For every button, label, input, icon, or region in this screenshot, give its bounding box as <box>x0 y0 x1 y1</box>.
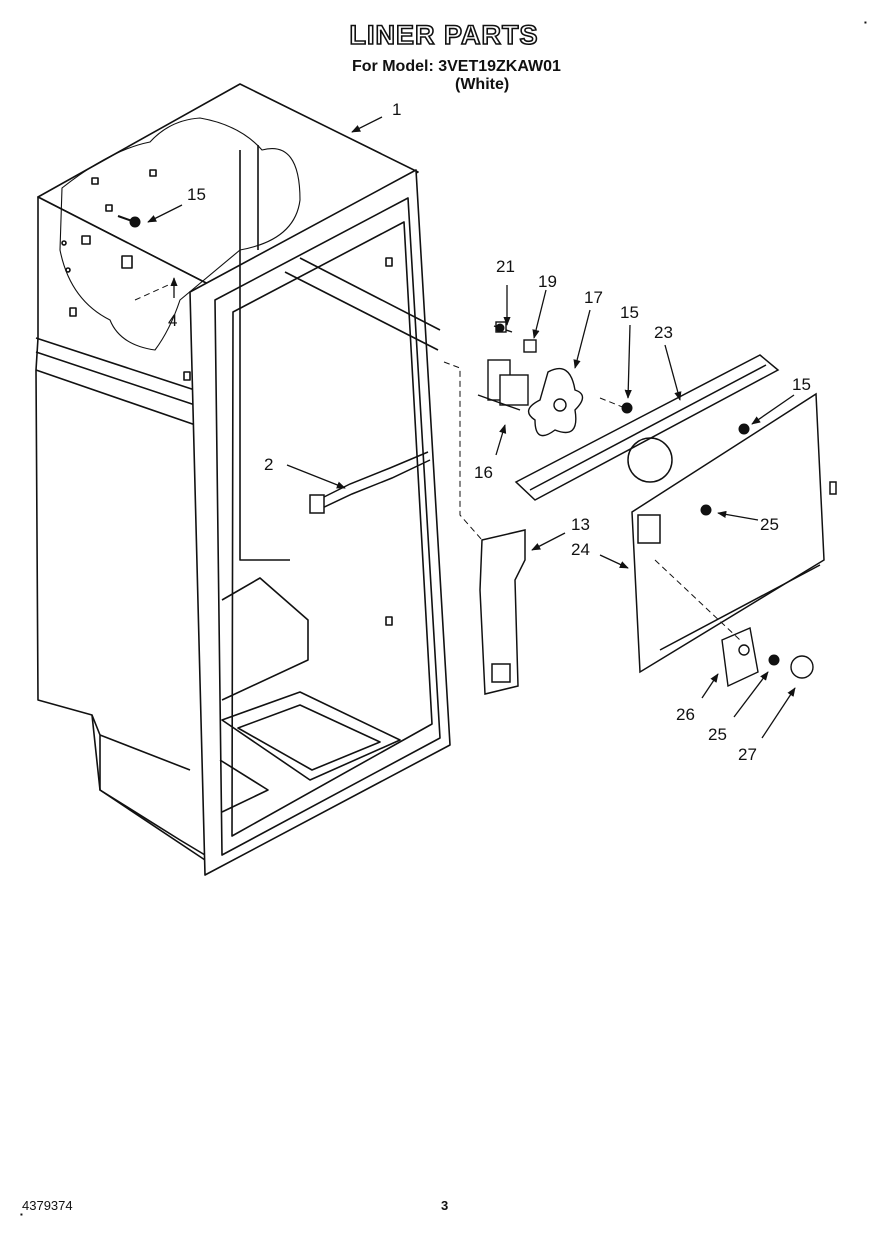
callout-27: 27 <box>738 745 757 764</box>
callout-2: 2 <box>264 455 273 474</box>
liner-front-frame <box>189 169 451 876</box>
callout-25-panel: 25 <box>760 515 779 534</box>
control-knob-assembly <box>721 627 814 688</box>
liner-cabinet <box>35 83 451 876</box>
screw-25-panel <box>700 504 712 516</box>
fan-motor-assembly <box>477 321 584 437</box>
freezer-rear-panel <box>631 392 837 674</box>
model-number: For Model: 3VET19ZKAW01 <box>352 58 561 75</box>
callout-4: 4 <box>168 311 177 330</box>
screw-21 <box>495 323 505 333</box>
page-title: LINER PARTS <box>349 19 539 51</box>
callout-16: 16 <box>474 463 493 482</box>
callout-25-knob: 25 <box>708 725 727 744</box>
corner-mark: ▪ <box>20 1210 23 1219</box>
callout-15-duct: 15 <box>620 303 639 322</box>
callout-23: 23 <box>654 323 673 342</box>
cutaway-outline <box>59 117 301 351</box>
callout-24: 24 <box>571 540 590 559</box>
callout-1: 1 <box>392 100 401 119</box>
screw-15-duct <box>621 402 633 414</box>
callout-26: 26 <box>676 705 695 724</box>
screws <box>117 215 780 666</box>
wire-harness <box>309 451 431 514</box>
assembly-lines <box>134 281 741 641</box>
screw-15-top <box>129 216 141 228</box>
callout-labels: 1 15 4 2 21 19 17 15 23 15 16 13 24 25 2… <box>168 100 811 764</box>
air-baffle <box>479 529 526 695</box>
leader-lines <box>147 116 796 739</box>
page-number: 3 <box>441 1198 449 1213</box>
screw-25-knob <box>768 654 780 666</box>
callout-15-panel: 15 <box>792 375 811 394</box>
model-variant: (White) <box>455 76 510 93</box>
corner-mark: ▪ <box>864 18 867 27</box>
callout-17: 17 <box>584 288 603 307</box>
callout-21: 21 <box>496 257 515 276</box>
callout-19: 19 <box>538 272 557 291</box>
callout-13: 13 <box>571 515 590 534</box>
callout-15-top: 15 <box>187 185 206 204</box>
screw-15-panel <box>738 423 750 435</box>
document-number: 4379374 <box>22 1198 73 1213</box>
